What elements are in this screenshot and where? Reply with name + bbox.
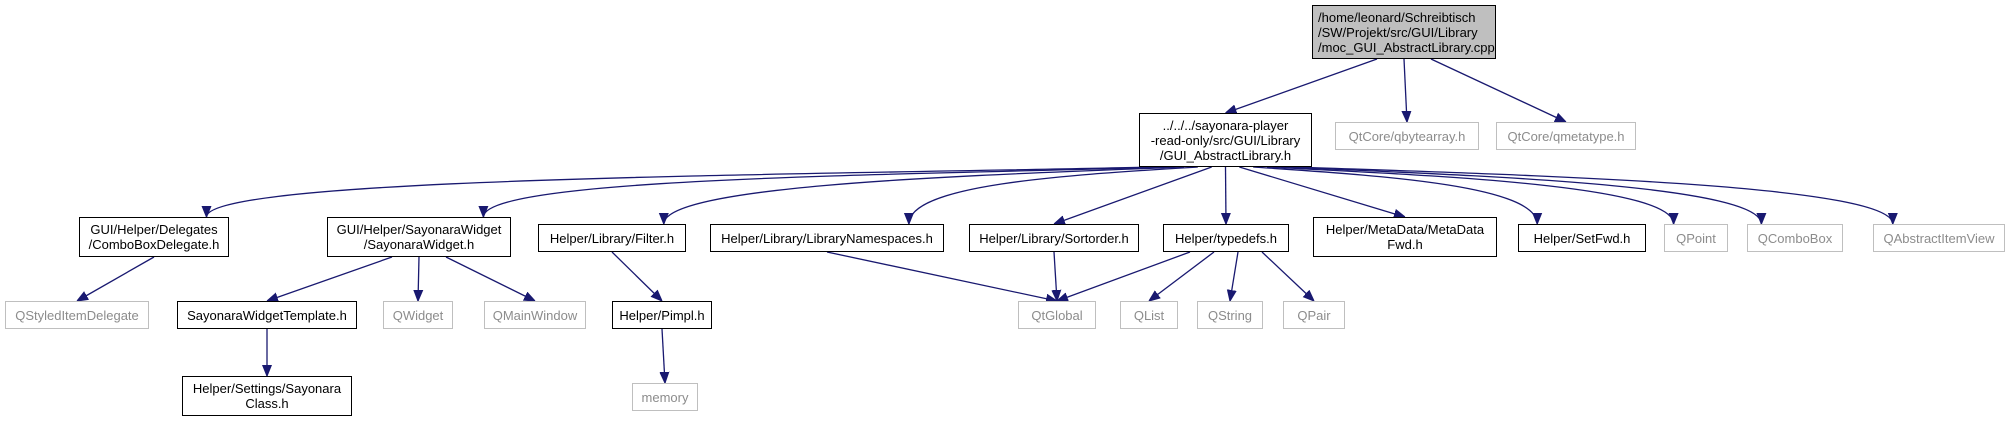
- node-qwidget: QWidget: [383, 301, 453, 329]
- edge-abstract-to-metadatafwd: [1239, 166, 1405, 217]
- node-line: QComboBox: [1757, 230, 1833, 246]
- edge-abstract-to-qpoint: [1266, 166, 1674, 225]
- node-line: GUI/Helper/SayonaraWidget: [336, 222, 502, 237]
- edge-typedefs-to-qstring: [1230, 251, 1239, 301]
- node-qpair: QPair: [1283, 301, 1345, 329]
- node-comboboxdelegate-h[interactable]: GUI/Helper/Delegates /ComboBoxDelegate.h: [79, 217, 229, 257]
- edge-sayonarawidget-to-qmainwindow: [445, 256, 535, 301]
- edge-typedefs-to-qtglobal: [1057, 251, 1191, 301]
- node-line: Helper/MetaData/MetaData: [1325, 222, 1485, 237]
- node-line: /SayonaraWidget.h: [363, 237, 475, 252]
- node-line: QPoint: [1676, 230, 1716, 246]
- node-line: Fwd.h: [1387, 237, 1423, 252]
- edge-root-to-qmetatype: [1430, 58, 1566, 122]
- edge-combodel-to-qstyleditemdelegate: [77, 256, 155, 301]
- edge-sortorder-to-qtglobal: [1054, 251, 1057, 301]
- node-gui-abstractlibrary-h[interactable]: ../../../sayonara-player -read-only/src/…: [1139, 113, 1312, 167]
- node-line: Helper/Pimpl.h: [619, 307, 705, 323]
- node-line: /SW/Projekt/src/GUI/Library: [1318, 24, 1478, 40]
- node-qtglobal: QtGlobal: [1018, 301, 1096, 329]
- edge-abstract-to-qcombobox: [1280, 166, 1762, 225]
- node-line: -read-only/src/GUI/Library: [1150, 132, 1301, 148]
- node-line: QAbstractItemView: [1883, 230, 1995, 246]
- node-line: Helper/Library/Sortorder.h: [979, 230, 1129, 246]
- edge-abstract-to-combodel: [207, 166, 1157, 218]
- edge-abstract-to-sortorder: [1054, 166, 1212, 224]
- node-line: Helper/Library/Filter.h: [549, 230, 675, 246]
- node-line: /moc_GUI_AbstractLibrary.cpp: [1318, 39, 1495, 55]
- edge-root-to-qbytearray: [1404, 58, 1407, 122]
- node-qbytearray-h: QtCore/qbytearray.h: [1335, 122, 1479, 150]
- node-qmainwindow: QMainWindow: [484, 301, 586, 329]
- node-line: /home/leonard/Schreibtisch: [1318, 9, 1476, 25]
- node-qmetatype-h: QtCore/qmetatype.h: [1496, 122, 1636, 150]
- node-line: Helper/typedefs.h: [1175, 230, 1277, 246]
- edge-sayonarawidget-to-widgettemplate: [267, 256, 393, 301]
- node-pimpl-h[interactable]: Helper/Pimpl.h: [612, 301, 712, 329]
- node-line: SayonaraWidgetTemplate.h: [187, 307, 347, 323]
- node-line: GUI/Helper/Delegates: [90, 222, 218, 237]
- edge-libns-to-qtglobal: [826, 251, 1057, 301]
- node-filter-h[interactable]: Helper/Library/Filter.h: [538, 224, 686, 252]
- node-sortorder-h[interactable]: Helper/Library/Sortorder.h: [969, 224, 1139, 252]
- node-line: ../../../sayonara-player: [1162, 117, 1289, 133]
- edge-typedefs-to-qpair: [1261, 251, 1314, 301]
- edge-abstract-to-qabstractitemview: [1294, 166, 1893, 225]
- node-sayonarawidgettemplate-h[interactable]: SayonaraWidgetTemplate.h: [177, 301, 357, 329]
- node-line: QtGlobal: [1031, 307, 1083, 323]
- node-qcombobox: QComboBox: [1747, 224, 1843, 252]
- node-qstyleditemdelegate: QStyledItemDelegate: [5, 301, 149, 329]
- node-line: QStyledItemDelegate: [15, 307, 139, 323]
- node-typedefs-h[interactable]: Helper/typedefs.h: [1163, 224, 1289, 252]
- node-setfwd-h[interactable]: Helper/SetFwd.h: [1518, 224, 1646, 252]
- node-line: QMainWindow: [492, 307, 578, 323]
- edges: [77, 58, 1893, 383]
- node-line: QList: [1133, 307, 1165, 323]
- node-memory: memory: [632, 383, 698, 411]
- node-line: Helper/SetFwd.h: [1533, 230, 1631, 246]
- node-line: QWidget: [392, 307, 444, 323]
- edge-abstract-to-sayonarawidget: [483, 166, 1171, 218]
- edge-abstract-to-filter: [664, 166, 1185, 225]
- node-line: QtCore/qmetatype.h: [1507, 128, 1625, 144]
- node-line: QtCore/qbytearray.h: [1348, 128, 1466, 144]
- node-sayonarawidget-h[interactable]: GUI/Helper/SayonaraWidget /SayonaraWidge…: [327, 217, 511, 257]
- node-sayonaraclass-h[interactable]: Helper/Settings/Sayonara Class.h: [182, 376, 352, 416]
- edge-abstract-to-libns: [909, 166, 1198, 224]
- node-qlist: QList: [1120, 301, 1178, 329]
- node-line: memory: [641, 389, 689, 405]
- node-qstring: QString: [1197, 301, 1263, 329]
- node-qabstractitemview: QAbstractItemView: [1873, 224, 2005, 252]
- node-line: Helper/Settings/Sayonara: [192, 381, 342, 396]
- node-line: QPair: [1297, 307, 1331, 323]
- edge-abstract-to-setfwd: [1253, 166, 1537, 225]
- edge-typedefs-to-qlist: [1149, 251, 1215, 301]
- node-line: Class.h: [245, 396, 289, 411]
- node-line: /ComboBoxDelegate.h: [88, 237, 220, 252]
- node-line: /GUI_AbstractLibrary.h: [1159, 147, 1292, 163]
- node-moc-gui-abstractlibrary-cpp: /home/leonard/Schreibtisch /SW/Projekt/s…: [1312, 5, 1496, 59]
- edge-sayonarawidget-to-qwidget: [418, 256, 419, 301]
- node-qpoint: QPoint: [1664, 224, 1728, 252]
- node-metadatafwd-h[interactable]: Helper/MetaData/MetaData Fwd.h: [1313, 217, 1497, 257]
- node-line: QString: [1207, 307, 1253, 323]
- edge-filter-to-pimpl: [611, 251, 662, 301]
- node-librarynamespaces-h[interactable]: Helper/Library/LibraryNamespaces.h: [710, 224, 944, 252]
- edge-pimpl-to-memory: [662, 328, 665, 383]
- edge-abstract-to-typedefs: [1226, 166, 1227, 224]
- edge-root-to-abstract: [1226, 58, 1378, 113]
- node-line: Helper/Library/LibraryNamespaces.h: [721, 230, 933, 246]
